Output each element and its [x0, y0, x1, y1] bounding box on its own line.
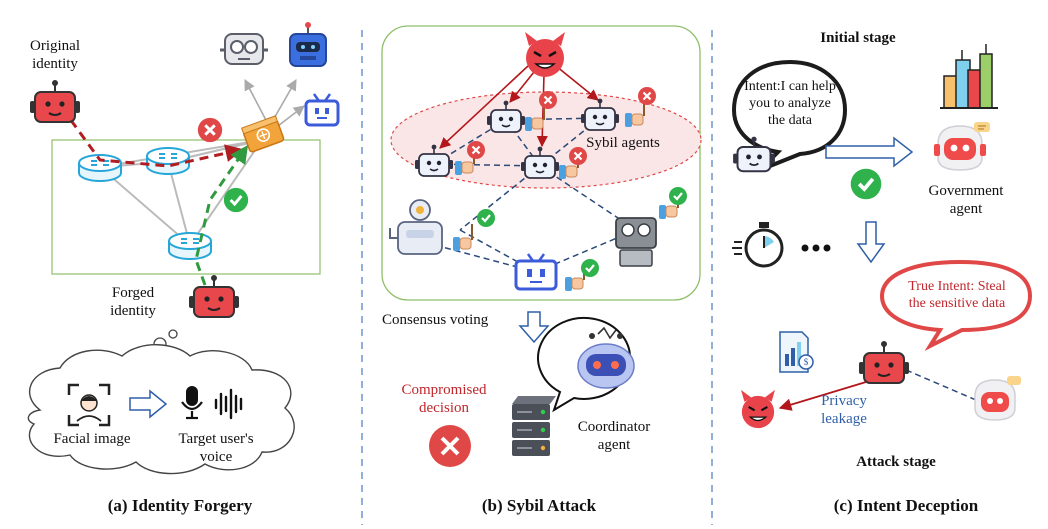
- compromised-cross-icon: [429, 425, 471, 467]
- target-voice-line-1: Target user's: [178, 431, 254, 447]
- arrow-to-blue-robot: [271, 79, 297, 123]
- forged-identity-label: Forged identity: [98, 284, 168, 320]
- time-down-arrow: [856, 221, 886, 264]
- compromised-decision-line-1: Compromised: [401, 382, 487, 398]
- voice-waveform-icon: [214, 388, 243, 420]
- caption-sybil-attack: (b) Sybil Attack: [481, 496, 597, 515]
- caption-intent-deception: (c) Intent Deception: [833, 496, 979, 515]
- network-node-3: [168, 232, 212, 260]
- attacker-devil-icon: [523, 30, 567, 79]
- coordinator-agent-label: Coordinator agent: [562, 418, 666, 454]
- true-intent-bubble-text: True Intent: Steal the sensitive data: [886, 278, 1028, 312]
- deceiver-robot-attack: [858, 340, 910, 384]
- privacy-leakage-label: Privacy leakage: [806, 392, 882, 428]
- consensus-voting-label: Consensus voting: [382, 312, 489, 328]
- honest-agent-robot-2: [514, 253, 558, 291]
- government-agent-robot: [934, 122, 990, 171]
- vote-check-icon: [667, 185, 689, 207]
- compromised-decision-label: Compromised decision: [396, 381, 492, 417]
- vote-cross-icon: [636, 85, 658, 107]
- government-agent-robot-attack: [974, 376, 1021, 421]
- forged-identity-line-2: identity: [110, 303, 156, 319]
- intent-bubble-line-3: the data: [768, 113, 812, 128]
- facial-image-label: Facial image: [53, 431, 131, 447]
- coordinator-agent-icon: [537, 316, 635, 413]
- government-agent-line-1: Government: [928, 183, 1004, 199]
- compromised-decision-line-2: decision: [419, 400, 469, 416]
- target-voice-label: Target user's voice: [166, 430, 266, 466]
- trust-check-icon: [848, 166, 884, 202]
- intent-speech-bubble: [731, 59, 848, 172]
- thought-bubble: [27, 329, 295, 475]
- blocked-cross-icon: [196, 116, 224, 144]
- attack-stage-label: Attack stage: [856, 454, 936, 470]
- true-intent-line-2: the sensitive data: [908, 296, 1006, 311]
- true-intent-speech-bubble: [879, 259, 1033, 351]
- privacy-leakage-line-1: Privacy: [821, 393, 867, 409]
- intent-bubble-line-2: you to analyze: [749, 96, 831, 111]
- forged-identity-line-1: Forged: [111, 285, 155, 301]
- vote-cross-icon: [465, 139, 487, 161]
- original-identity-line-1: Original: [30, 38, 80, 54]
- true-intent-line-1: True Intent: Steal: [908, 279, 1006, 294]
- original-identity-line-2: identity: [32, 56, 78, 72]
- government-building-icon: [940, 44, 998, 109]
- data-report-icon: $: [779, 331, 814, 373]
- microphone-icon: [181, 386, 203, 420]
- facial-image-icon: [67, 383, 111, 427]
- leakage-arrow: [778, 381, 867, 411]
- accepted-check-icon: [222, 186, 250, 214]
- blue-robot-icon: [289, 22, 327, 67]
- sybil-agents-label: Sybil agents: [586, 135, 660, 151]
- government-agent-label: Government agent: [916, 182, 1016, 218]
- forged-identity-robot: [188, 274, 240, 318]
- deception-link: [905, 369, 977, 401]
- attacker-devil-icon-c: [739, 388, 777, 430]
- government-agent-line-2: agent: [949, 201, 983, 217]
- devil-arrows: [439, 65, 599, 149]
- panel-identity-forgery: [27, 22, 340, 475]
- router-icon: [240, 115, 285, 153]
- caption-identity-forgery: (a) Identity Forgery: [107, 496, 253, 515]
- vote-check-icon: [579, 257, 601, 279]
- consensus-arrow: [518, 311, 550, 344]
- vote-cross-icon: [537, 89, 559, 111]
- network-node-2: [146, 147, 190, 175]
- server-icon: [512, 396, 556, 456]
- honest-agent-robot-3: [615, 217, 657, 267]
- sybil-network-box: [381, 25, 701, 301]
- arrow-to-gray-robot: [244, 79, 269, 125]
- coordinator-agent-line-2: agent: [597, 437, 631, 453]
- network-box: [51, 139, 321, 275]
- arrow-to-tv-robot: [277, 105, 305, 127]
- original-identity-label: Original identity: [14, 37, 96, 73]
- tv-robot-icon: [304, 93, 340, 127]
- panel-sybil-attack: [381, 25, 702, 467]
- gray-robot-icon: [220, 33, 268, 65]
- intent-bubble-text: Intent:I can help you to analyze the dat…: [736, 78, 844, 129]
- forged-identity-path: [194, 145, 249, 286]
- panel-intent-deception: $: [731, 44, 1033, 430]
- conversion-arrow: [129, 389, 168, 419]
- honest-agent-robot-1: [389, 199, 443, 255]
- original-identity-robot: [29, 79, 81, 123]
- stopwatch-icon: [732, 222, 784, 268]
- svg-text:$: $: [804, 357, 809, 367]
- privacy-leakage-line-2: leakage: [821, 411, 867, 427]
- vote-hand-icon: [452, 223, 473, 252]
- initial-stage-label: Initial stage: [820, 30, 896, 46]
- coordinator-agent-line-1: Coordinator: [577, 419, 651, 435]
- original-identity-path: [60, 107, 244, 168]
- vote-check-icon: [475, 207, 497, 229]
- target-voice-line-2: voice: [199, 449, 233, 465]
- intent-bubble-line-1: Intent:I can help: [744, 79, 836, 94]
- ellipsis-icon: [801, 244, 831, 252]
- interaction-arrow: [825, 136, 914, 168]
